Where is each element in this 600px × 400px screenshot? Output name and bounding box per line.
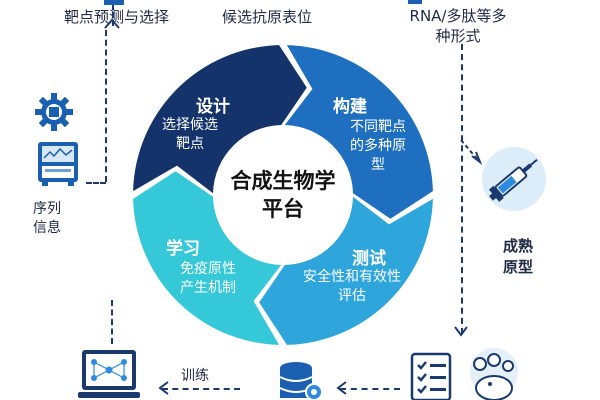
segment-test [259,196,433,345]
arrow-down-icon [454,326,468,337]
arrow-up-icon [104,18,120,29]
connector-bottom-right [340,388,400,390]
center-label: 合成生物学平台 [230,169,336,221]
arrow-left-icon-2 [336,381,347,395]
center-circle [215,127,351,263]
format-label: RNA/多肽等多种形式 [409,7,507,45]
database-gear-icon [279,362,323,400]
test-title: 测试 [352,249,386,269]
connector-bottom-left [162,388,240,390]
top-right-icon [408,0,422,4]
mature-prototype-label: 成熟原型 [503,237,534,276]
training-label: 训练 [181,368,209,384]
sequencer-icon [38,142,78,186]
arrow-diag-icon [471,151,483,165]
segment-design [133,45,307,194]
design-desc: 选择候选靶点 [162,117,218,152]
candidate-epitope-label: 候选抗原表位 [222,8,313,26]
connector-right [461,44,463,334]
syringe-icon [482,147,546,211]
mouse-icon [470,348,518,400]
segment-build [284,45,433,219]
test-desc: 安全性和有效性评估 [303,269,401,304]
build-title: 构建 [333,97,367,117]
gear-chip-icon [35,93,73,131]
branch-to-syringe [460,139,479,161]
connector-left-lower [111,300,113,344]
connector-left-branch [86,182,106,184]
design-title: 设计 [196,97,230,117]
segment-learn [133,171,282,345]
checklist-icon [410,352,452,400]
learn-desc: 免疫原性产生机制 [180,261,236,296]
connector-left-upper [105,30,107,182]
target-prediction-label: 靶点预测与选择 [64,8,170,26]
arrow-left-icon [158,381,169,395]
learn-title: 学习 [166,239,200,259]
chip-top-icon [104,0,124,5]
build-desc: 不同靶点的多种原型 [350,119,406,173]
laptop-network-icon [78,350,140,398]
sequence-info-label: 序列信息 [33,201,61,236]
connector-top-left [112,4,114,26]
